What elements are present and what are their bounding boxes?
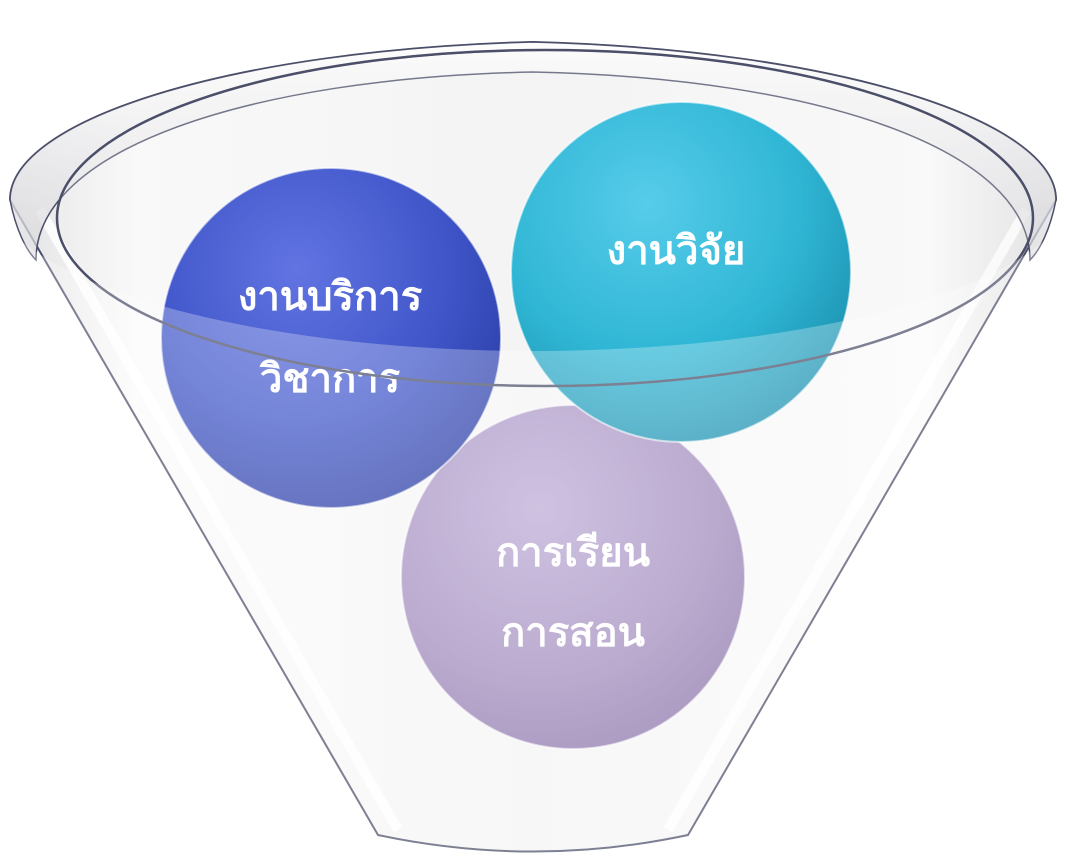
circle-research: งานวิจัย: [510, 101, 852, 443]
circle-academic-service-label-line2: วิชาการ: [259, 356, 400, 402]
funnel-inner-edge-left: [35, 207, 403, 833]
funnel-mouth-front-rim: [55, 48, 1035, 388]
circle-teaching-label-line2: การสอน: [501, 610, 645, 656]
circle-teaching: การเรียน การสอน: [400, 404, 746, 750]
circle-academic-service: งานบริการ วิชาการ: [160, 167, 502, 509]
circle-teaching-label-line1: การเรียน: [496, 530, 650, 576]
funnel-inner-edge-right: [663, 207, 1031, 833]
circle-academic-service-label-line1: งานบริการ: [238, 274, 423, 320]
circle-research-label: งานวิจัย: [607, 228, 746, 274]
funnel-rim: [9, 41, 1057, 262]
